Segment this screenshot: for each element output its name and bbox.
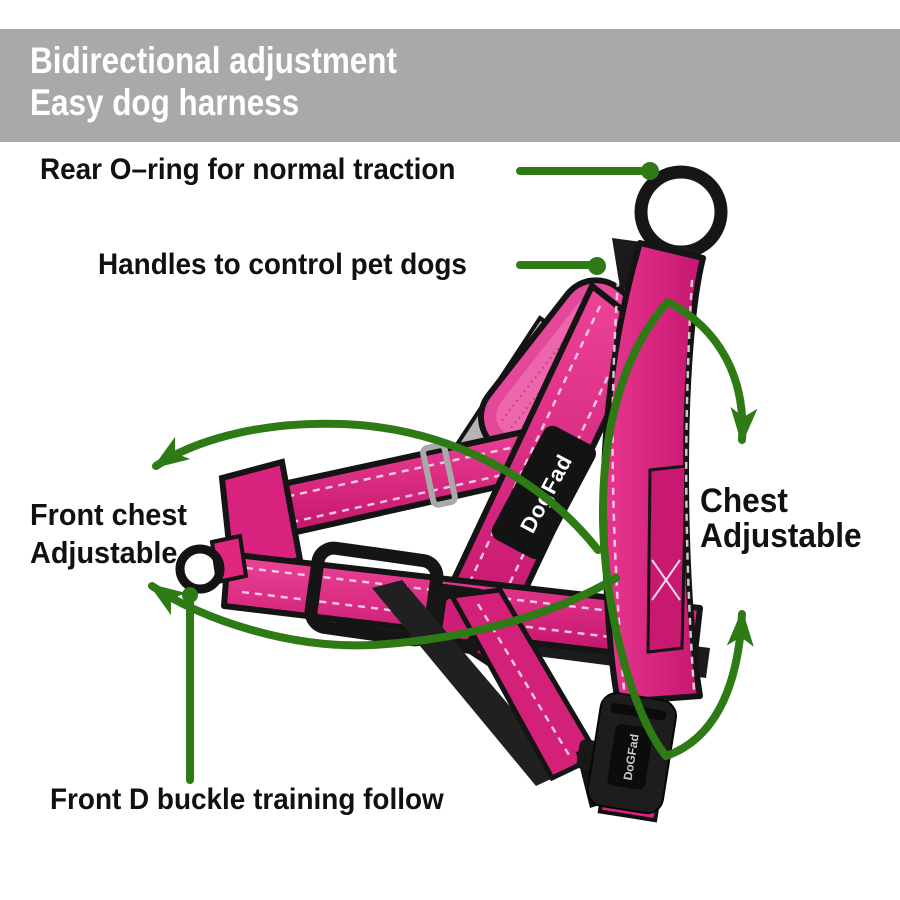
- annotation-chest: Chest Adjustable: [700, 484, 862, 554]
- harness: DogFad: [175, 165, 728, 823]
- handle-pointer-dot: [588, 257, 606, 275]
- front-chest-arrow-top: [152, 419, 602, 554]
- annotation-arrows: [148, 162, 758, 784]
- girth-strap-tail: [646, 464, 688, 654]
- front-d-ring: [175, 544, 225, 594]
- banner-title: Bidirectional adjustment Easy dog harnes…: [30, 40, 397, 124]
- banner-title-line1: Bidirectional adjustment: [30, 40, 397, 81]
- adjuster-slider: [304, 541, 444, 647]
- annotation-front-chest-line2: Adjustable: [30, 535, 178, 570]
- annotation-front-d-buckle: Front D buckle training follow: [50, 783, 444, 816]
- front-chest-arrow-bottom: [148, 574, 620, 650]
- metal-slider: [420, 442, 458, 508]
- banner-title-line2: Easy dog harness: [30, 82, 300, 123]
- annotation-front-chest-line1: Front chest: [30, 497, 187, 532]
- title-banner: Bidirectional adjustment Easy dog harnes…: [0, 29, 900, 142]
- front-d-buckle-pointer-dot: [182, 587, 198, 603]
- buckle-assembly: DoGFad: [576, 692, 677, 823]
- annotation-chest-line1: Chest: [700, 482, 788, 520]
- buckle-strap-dark: [372, 580, 566, 786]
- chest-arrow-down: [664, 298, 758, 445]
- annotation-handles: Handles to control pet dogs: [98, 248, 467, 281]
- annotation-rear-oring: Rear O–ring for normal traction: [40, 153, 456, 186]
- chest-arc: [598, 302, 670, 760]
- rear-o-ring: [634, 165, 728, 259]
- annotation-chest-line2: Adjustable: [700, 517, 862, 555]
- front-d-ring-assembly: [175, 533, 249, 594]
- annotation-front-chest: Front chest Adjustable: [30, 496, 187, 572]
- buckle-body: DoGFad: [586, 692, 677, 815]
- chest-arrow-up: [662, 609, 754, 760]
- rear-oring-pointer-dot: [641, 162, 659, 180]
